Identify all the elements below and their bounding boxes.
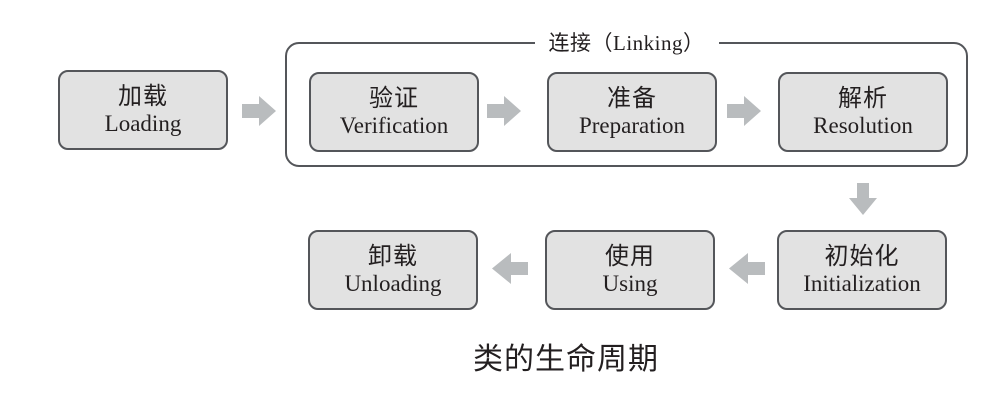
arrow-right-icon: [242, 96, 276, 126]
stage-box-unloading: 卸载 Unloading: [308, 230, 478, 310]
arrow-right-icon: [727, 96, 761, 126]
stage-box-verification: 验证 Verification: [309, 72, 479, 152]
stage-unloading-label-en: Unloading: [344, 270, 442, 296]
stage-resolution-label-en: Resolution: [813, 112, 913, 138]
stage-using-label-en: Using: [602, 270, 658, 296]
stage-box-initialization: 初始化 Initialization: [777, 230, 947, 310]
stage-initialization-label-en: Initialization: [803, 270, 921, 296]
arrow-right-icon: [487, 96, 521, 126]
stage-box-loading: 加载 Loading: [58, 70, 228, 150]
stage-box-resolution: 解析 Resolution: [778, 72, 948, 152]
linking-group-container: 连接（Linking） 验证 Verification 准备 Preparati…: [285, 27, 968, 167]
stage-preparation-label-en: Preparation: [578, 112, 685, 138]
arrow-left-icon: [729, 253, 765, 284]
linking-group-label: 连接（Linking）: [534, 27, 719, 57]
stage-preparation-label-zh: 准备: [607, 85, 657, 112]
arrow-down-icon: [849, 183, 877, 215]
stage-initialization-label-zh: 初始化: [824, 243, 900, 270]
stage-box-preparation: 准备 Preparation: [547, 72, 717, 152]
arrow-left-icon: [492, 253, 528, 284]
stage-verification-label-zh: 验证: [369, 85, 419, 112]
stage-verification-label-en: Verification: [339, 112, 449, 138]
stage-resolution-label-zh: 解析: [838, 85, 888, 112]
stage-using-label-zh: 使用: [605, 243, 655, 270]
stage-loading-label-zh: 加载: [118, 83, 168, 110]
stage-loading-label-en: Loading: [104, 110, 182, 136]
stage-unloading-label-zh: 卸载: [368, 243, 418, 270]
diagram-caption: 类的生命周期: [473, 343, 659, 376]
stage-box-using: 使用 Using: [545, 230, 715, 310]
